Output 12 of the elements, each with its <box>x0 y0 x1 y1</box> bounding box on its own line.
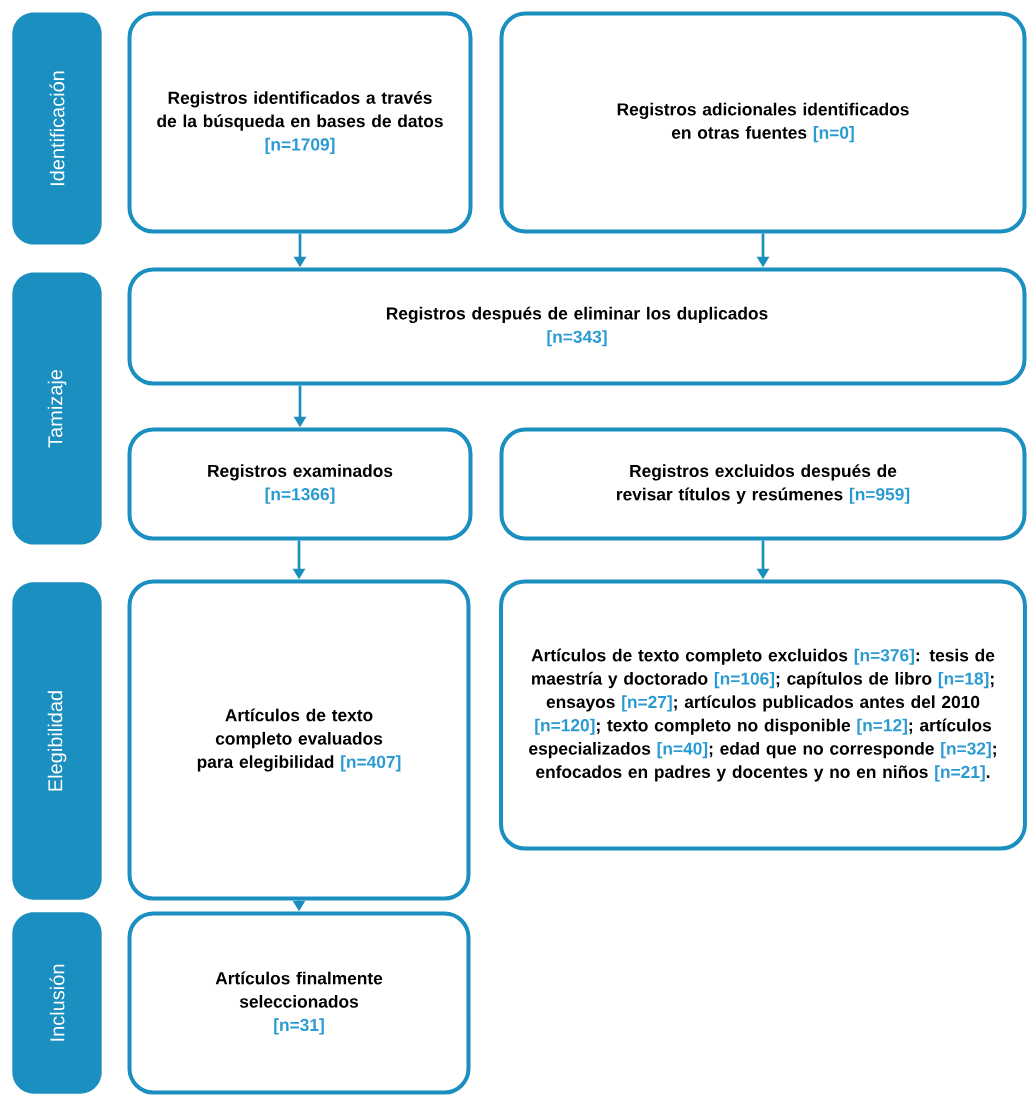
stage-band: Elegibilidad <box>12 582 102 900</box>
process-box: Registros excluidos después de revisar títulos y resúmenes [n=959] <box>499 427 1027 541</box>
stage-band: Inclusión <box>12 912 102 1094</box>
stage-band: Identificación <box>12 12 102 245</box>
process-box: Registros adicionales identificados en otras fuentes [n=0] <box>499 11 1027 234</box>
process-box: Artículos de texto completo evaluados para elegibilidad [n=407] <box>127 579 471 901</box>
process-box: Artículos finalmente seleccionados [n=31] <box>127 911 471 1095</box>
process-box: Registros después de eliminar los duplicados [n=343] <box>127 267 1027 386</box>
process-box: Artículos de texto completo excluidos [n=376]: tesis de maestría y doctorado [n=106]; capítulos de libro [n=18]; ensayos [n=27]; artículos publicados antes del 2010 [n=120]; texto completo no disponible [n=12]; artículos especializados [n=40]; edad que no corresponde [n=32]; enfocados en padres y docentes y no en niños [n=21]. <box>499 579 1027 851</box>
process-box: Registros identificados a través de la búsqueda en bases de datos [n=1709] <box>127 11 473 234</box>
stage-band: Tamizaje <box>12 272 102 545</box>
process-box: Registros examinados [n=1366] <box>127 427 473 541</box>
